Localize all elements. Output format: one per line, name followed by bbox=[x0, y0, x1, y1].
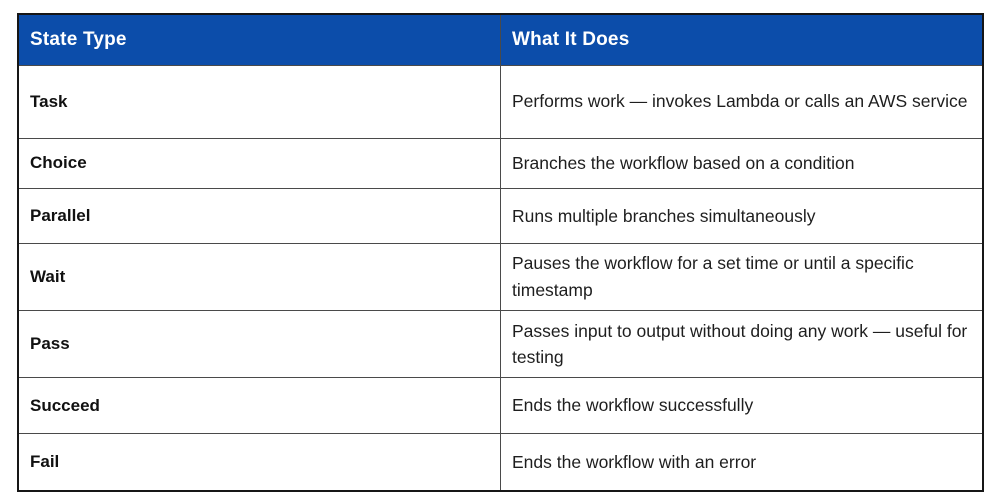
table-row: Fail Ends the workflow with an error bbox=[17, 433, 984, 492]
state-types-table: State Type What It Does Task Performs wo… bbox=[17, 13, 984, 492]
column-header-what-it-does: What It Does bbox=[500, 13, 984, 66]
table-header-row: State Type What It Does bbox=[17, 13, 984, 66]
description-cell: Ends the workflow successfully bbox=[500, 377, 984, 435]
description-cell: Branches the workflow based on a conditi… bbox=[500, 137, 984, 189]
state-type-cell: Succeed bbox=[17, 377, 501, 435]
table-row: Succeed Ends the workflow successfully bbox=[17, 377, 984, 435]
description-cell: Passes input to output without doing any… bbox=[500, 310, 984, 379]
table-row: Parallel Runs multiple branches simultan… bbox=[17, 187, 984, 244]
description-cell: Performs work — invokes Lambda or calls … bbox=[500, 64, 984, 139]
state-type-cell: Task bbox=[17, 64, 501, 139]
state-type-cell: Pass bbox=[17, 310, 501, 379]
state-type-cell: Parallel bbox=[17, 187, 501, 244]
table-row: Choice Branches the workflow based on a … bbox=[17, 137, 984, 189]
description-cell: Runs multiple branches simultaneously bbox=[500, 187, 984, 244]
description-cell: Pauses the workflow for a set time or un… bbox=[500, 242, 984, 312]
column-header-state-type: State Type bbox=[17, 13, 501, 66]
table-row: Pass Passes input to output without doin… bbox=[17, 310, 984, 379]
table-row: Wait Pauses the workflow for a set time … bbox=[17, 242, 984, 312]
description-cell: Ends the workflow with an error bbox=[500, 433, 984, 492]
state-type-cell: Fail bbox=[17, 433, 501, 492]
state-type-cell: Choice bbox=[17, 137, 501, 189]
table-row: Task Performs work — invokes Lambda or c… bbox=[17, 64, 984, 139]
state-type-cell: Wait bbox=[17, 242, 501, 312]
